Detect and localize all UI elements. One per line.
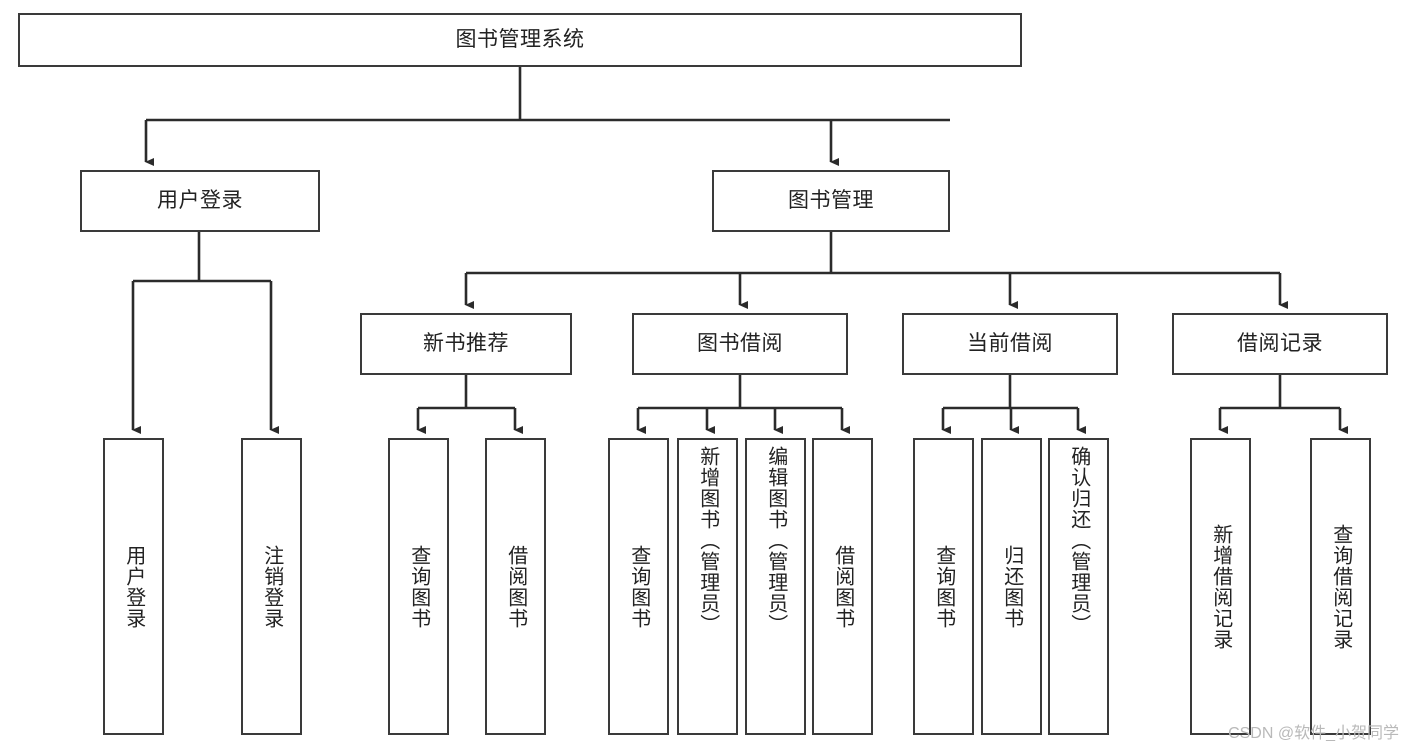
leaf-query-book-borrow[interactable]: 查询图书 — [608, 438, 669, 735]
node-book-borrow[interactable]: 图书借阅 — [632, 313, 848, 375]
node-label: 用户登录 — [122, 544, 145, 629]
leaf-query-book-current[interactable]: 查询图书 — [913, 438, 974, 735]
node-label: 新增图书（管理员） — [696, 446, 719, 635]
node-user-login[interactable]: 用户登录 — [80, 170, 320, 232]
node-label: 借阅记录 — [1237, 331, 1323, 355]
node-label: 查询图书 — [932, 544, 955, 629]
node-label: 查询图书 — [627, 544, 650, 629]
node-label: 图书管理系统 — [455, 27, 585, 51]
leaf-query-book-recommend[interactable]: 查询图书 — [388, 438, 449, 735]
leaf-return-book[interactable]: 归还图书 — [981, 438, 1042, 735]
node-book-management[interactable]: 图书管理 — [712, 170, 950, 232]
node-root-book-management-system[interactable]: 图书管理系统 — [18, 13, 1022, 67]
node-label: 图书管理 — [788, 188, 874, 212]
node-label: 新书推荐 — [423, 331, 509, 355]
node-label: 新增借阅记录 — [1209, 523, 1232, 650]
node-label: 用户登录 — [157, 188, 243, 212]
leaf-add-borrow-record[interactable]: 新增借阅记录 — [1190, 438, 1251, 735]
node-label: 确认归还（管理员） — [1067, 446, 1090, 635]
leaf-edit-book-admin[interactable]: 编辑图书（管理员） — [745, 438, 806, 735]
leaf-logout-login[interactable]: 注销登录 — [241, 438, 302, 735]
leaf-query-borrow-record[interactable]: 查询借阅记录 — [1310, 438, 1371, 735]
node-label: 编辑图书（管理员） — [764, 446, 787, 635]
leaf-borrow-book-recommend[interactable]: 借阅图书 — [485, 438, 546, 735]
node-label: 借阅图书 — [831, 544, 854, 629]
csdn-watermark: CSDN @软件_小贺同学 — [1228, 725, 1399, 742]
node-label: 注销登录 — [260, 544, 283, 629]
node-label: 查询图书 — [407, 544, 430, 629]
node-label: 查询借阅记录 — [1329, 523, 1352, 650]
leaf-confirm-return-admin[interactable]: 确认归还（管理员） — [1048, 438, 1109, 735]
node-label: 借阅图书 — [504, 544, 527, 629]
leaf-add-book-admin[interactable]: 新增图书（管理员） — [677, 438, 738, 735]
node-label: 归还图书 — [1000, 544, 1023, 629]
node-new-book-recommend[interactable]: 新书推荐 — [360, 313, 572, 375]
leaf-user-login[interactable]: 用户登录 — [103, 438, 164, 735]
node-current-borrow[interactable]: 当前借阅 — [902, 313, 1118, 375]
node-label: 当前借阅 — [967, 331, 1053, 355]
node-label: 图书借阅 — [697, 331, 783, 355]
node-borrow-record[interactable]: 借阅记录 — [1172, 313, 1388, 375]
leaf-borrow-book[interactable]: 借阅图书 — [812, 438, 873, 735]
